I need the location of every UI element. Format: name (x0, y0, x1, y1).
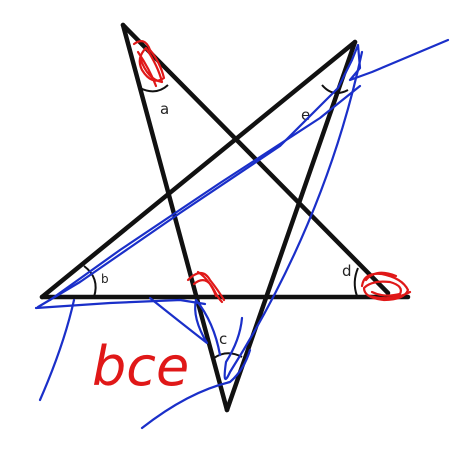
angle-arc-d (353, 267, 359, 297)
blue-long-diagonal (36, 38, 450, 309)
handwritten-note: bce (92, 335, 189, 398)
blue-diagonal-shadow (48, 84, 362, 302)
angle-label-a: a (160, 100, 169, 118)
star-line-c-to-e (224, 39, 358, 413)
angle-label-e: e (301, 106, 310, 124)
angle-arc-a (139, 84, 169, 93)
blue-left-hook (38, 298, 76, 402)
red-scribble-center (186, 270, 226, 304)
red-scribble-d (360, 271, 412, 302)
blue-right-arc (223, 50, 364, 381)
angle-labels: a b c d e (101, 100, 352, 348)
red-annotations (132, 40, 412, 304)
angle-label-c: c (219, 330, 227, 348)
red-scribble-a (132, 40, 166, 88)
blue-inner-loop (148, 296, 222, 357)
star-line-e-to-b (39, 39, 358, 300)
blue-bottom-sweep (140, 348, 252, 430)
angle-label-b: b (101, 272, 109, 286)
angle-arc-b (83, 265, 97, 298)
angle-label-d: d (342, 262, 352, 280)
blue-annotations (34, 38, 450, 430)
